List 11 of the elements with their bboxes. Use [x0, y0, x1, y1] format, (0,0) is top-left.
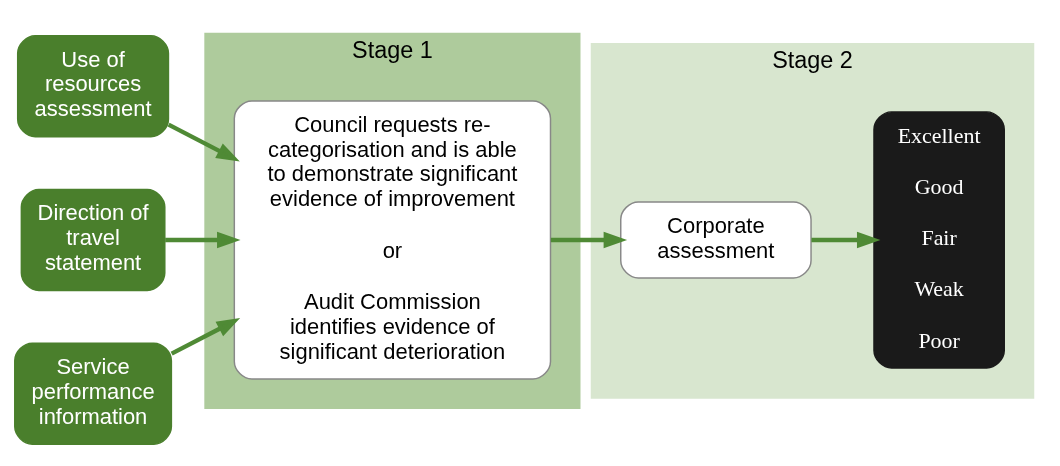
node-box: Corporate assessment	[620, 201, 812, 279]
node-box: Direction of travel statement	[20, 188, 166, 292]
node-box: Council requests re-categorisation and is able to demonstrate significant evidence of improvement or Audit Commission identifies evidence of significant deterioration	[233, 100, 552, 380]
node-box: Service performance information	[14, 342, 173, 445]
arrow	[550, 231, 628, 249]
arrow	[170, 318, 241, 356]
node-box: Excellent Good Fair Weak Poor	[873, 111, 1005, 369]
arrow	[811, 231, 881, 249]
arrow	[165, 231, 241, 249]
arrow	[167, 122, 240, 162]
node-box: Use of resources assessment	[16, 35, 170, 138]
